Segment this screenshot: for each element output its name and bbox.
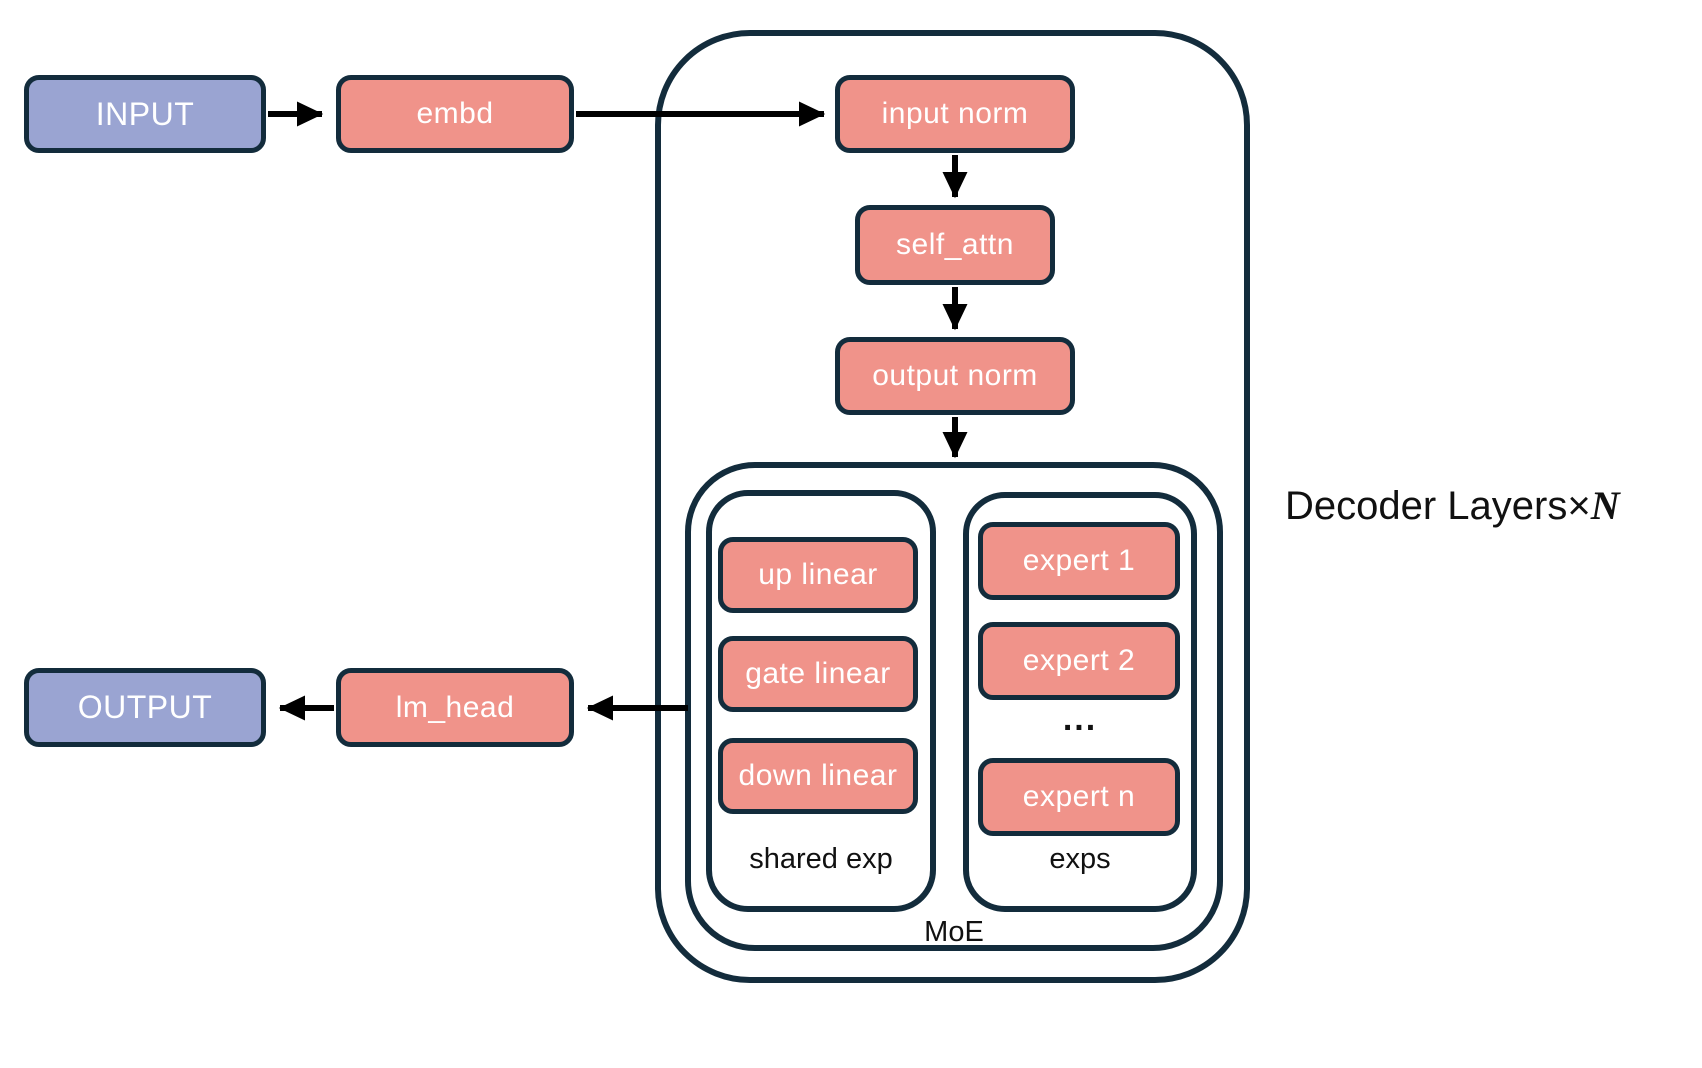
decoder-layers-container	[655, 30, 1250, 983]
down-linear-node: down linear	[718, 738, 918, 814]
expert-n-node: expert n	[978, 758, 1180, 836]
input-norm-node: input norm	[835, 75, 1075, 153]
decoder-layers-caption-text: Decoder Layers×	[1285, 484, 1591, 528]
up-linear-node: up linear	[718, 537, 918, 613]
lm-head-node: lm_head	[336, 668, 574, 747]
expert-1-node: expert 1	[978, 522, 1180, 600]
exps-label: exps	[1049, 843, 1111, 875]
gate-linear-node: gate linear	[718, 636, 918, 712]
shared-exp-container	[706, 490, 936, 912]
expert-2-node: expert 2	[978, 622, 1180, 700]
input-node: INPUT	[24, 75, 266, 153]
moe-container	[685, 462, 1223, 951]
exps-container	[963, 492, 1197, 912]
embd-node: embd	[336, 75, 574, 153]
decoder-layers-caption: Decoder Layers×N	[1285, 482, 1620, 529]
shared-exp-label: shared exp	[749, 843, 893, 875]
self-attn-node: self_attn	[855, 205, 1055, 285]
moe-label: MoE	[924, 916, 984, 948]
output-node: OUTPUT	[24, 668, 266, 747]
experts-ellipsis: ...	[1062, 700, 1098, 738]
output-norm-node: output norm	[835, 337, 1075, 415]
decoder-layers-caption-n: N	[1590, 483, 1620, 528]
